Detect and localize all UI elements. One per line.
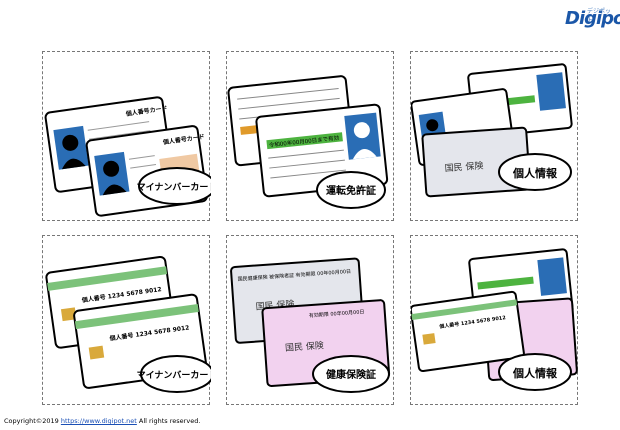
- speech-bubble: [498, 353, 572, 391]
- panel-5: 国民健康保険 被保険者証 有効期限 00年00月00日 国民 保険 有効期限 0…: [226, 235, 394, 405]
- footer-link[interactable]: https://www.digipot.net: [60, 417, 137, 425]
- brand-logo-sub: デジポット: [587, 8, 612, 24]
- speech-bubble: [312, 355, 390, 393]
- panel-label: 健康保険証: [326, 368, 376, 381]
- speech-bubble: [316, 171, 386, 209]
- insurance-card-title: 国民 保険: [444, 160, 484, 175]
- panel-4: 個人番号 1234 5678 9012 個人番号 1234 5678 9012 …: [42, 235, 211, 405]
- personal-info-illustration: 国民 保険 個人情報: [411, 63, 573, 198]
- panel-6: 個人番号 1234 5678 9012 個人情報: [410, 235, 578, 405]
- panel-label: マイナンバーカード: [137, 370, 211, 381]
- panel-1: 個人番号カード 個人番号カード マイナンバーカード: [42, 51, 211, 221]
- insurance-head-back: 国民健康保険 被保険者証: [237, 272, 294, 283]
- panel-2: 令和00年00月00日まで有効 運転免許証: [226, 51, 394, 221]
- speech-bubble: [498, 153, 572, 191]
- panel-label: 個人情報: [512, 366, 558, 380]
- speech-bubble: [138, 167, 211, 205]
- license-card-illustration: 令和00年00月00日まで有効 運転免許証: [227, 75, 389, 209]
- insurance-title-front: 国民 保険: [285, 339, 325, 354]
- footer-prefix: Copyright©2019: [4, 417, 61, 425]
- insurance-valid-front: 有効期限 00年00月00日: [309, 308, 365, 319]
- panel-label: マイナンバーカード: [137, 182, 211, 193]
- panel-label: 運転免許証: [326, 184, 376, 197]
- mynumber-card-illustration: 個人番号カード 個人番号カード マイナンバーカード: [44, 96, 211, 217]
- personal-info-illustration-2: 個人番号 1234 5678 9012 個人情報: [411, 248, 578, 391]
- health-insurance-illustration: 国民健康保険 被保険者証 有効期限 00年00月00日 国民 保険 有効期限 0…: [230, 257, 391, 393]
- insurance-valid-back: 有効期限 00年00月00日: [295, 268, 351, 279]
- speech-bubble: [140, 355, 211, 393]
- footer: Copyright©2019 https://www.digipot.net A…: [4, 417, 200, 425]
- panel-label: 個人情報: [512, 166, 558, 180]
- brand-logo-text: Digipot: [565, 8, 620, 29]
- footer-suffix: All rights reserved.: [136, 417, 201, 425]
- brand-logo: Digipot デジポット: [565, 8, 620, 32]
- mynumber-back-illustration: 個人番号 1234 5678 9012 個人番号 1234 5678 9012 …: [45, 255, 211, 393]
- panel-3: 国民 保険 個人情報: [410, 51, 578, 221]
